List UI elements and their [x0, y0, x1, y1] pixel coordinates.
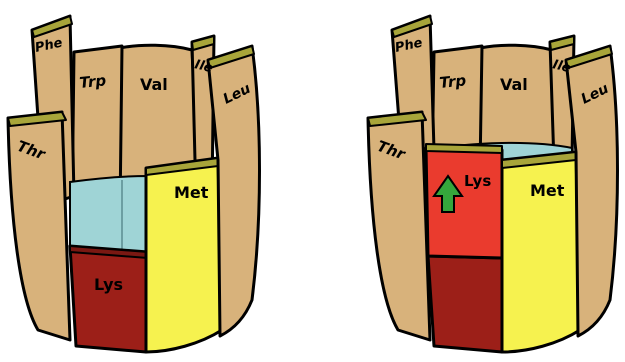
stave-lys	[68, 244, 150, 354]
rim-leu	[565, 45, 613, 69]
rim-phe	[391, 15, 433, 38]
rim-leu	[207, 45, 255, 69]
label-ile: Ile	[551, 57, 572, 76]
rim-ile	[549, 35, 575, 51]
label-trp: Trp	[79, 71, 108, 92]
label-val: Val	[140, 75, 168, 94]
up-arrow-icon	[432, 174, 464, 213]
barrel-after: Phe Trp Val Ile Leu Thr Met Lys	[366, 14, 619, 354]
barrel-before: Phe Trp Val Ile Leu Thr Met Lys	[6, 14, 261, 354]
rim-phe	[31, 15, 73, 38]
stave-leu	[564, 44, 619, 338]
water-surface	[69, 174, 149, 254]
label-ile: Ile	[193, 57, 214, 76]
label-met: Met	[530, 181, 565, 200]
stave-lys-upper	[424, 146, 504, 260]
label-phe: Phe	[34, 35, 64, 55]
label-met: Met	[174, 183, 209, 202]
label-lys: Lys	[464, 172, 491, 190]
label-phe: Phe	[394, 35, 424, 55]
rim-thr	[7, 111, 67, 127]
rim-thr	[367, 111, 427, 127]
label-trp: Trp	[439, 71, 468, 92]
label-val: Val	[500, 75, 528, 94]
stave-thr	[366, 110, 432, 342]
label-lys: Lys	[94, 275, 123, 294]
stave-leu	[206, 44, 261, 338]
stave-lys-lower	[426, 254, 504, 354]
rim-ile	[191, 35, 215, 51]
stave-thr	[6, 110, 72, 342]
rim-lys	[425, 143, 503, 154]
